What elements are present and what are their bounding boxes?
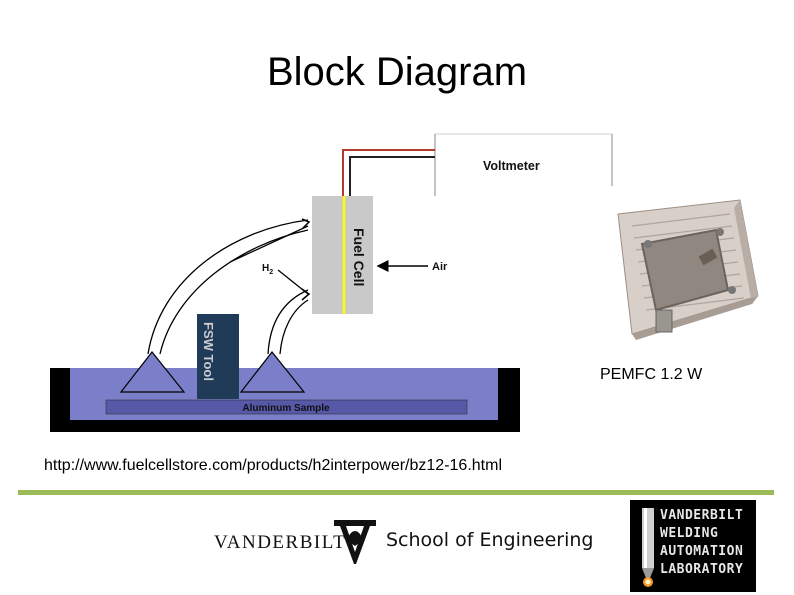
voltmeter: Voltmeter <box>434 133 613 196</box>
lab-logo-line: WELDING <box>660 526 719 541</box>
black-wire <box>349 156 435 197</box>
left-gas-nozzle <box>119 351 186 393</box>
red-wire <box>342 149 435 197</box>
lab-logo-line: AUTOMATION <box>660 544 744 559</box>
fsw-tool: FSW Tool <box>197 314 239 399</box>
h2-label: H2 <box>262 263 273 276</box>
fuel-cell-label: Fuel Cell <box>351 228 367 286</box>
aluminum-sample <box>105 399 468 415</box>
slide-title: Block Diagram <box>266 50 528 94</box>
aluminum-sample-label: Aluminum Sample <box>242 403 330 414</box>
footer-divider <box>18 490 774 495</box>
source-url[interactable]: http://www.fuelcellstore.com/products/h2… <box>44 457 502 474</box>
air-label: Air <box>432 261 448 273</box>
vanderbilt-wordmark: VANDERBILT <box>214 532 347 553</box>
lab-logo-line: LABORATORY <box>660 562 744 577</box>
block-diagram: Voltmeter Fuel Cell Air H2 Aluminum Samp… <box>50 133 613 432</box>
welding-torch-icon <box>642 508 654 587</box>
lab-logo-line: VANDERBILT <box>660 508 744 523</box>
pemfc-caption: PEMFC 1.2 W <box>600 366 703 383</box>
fuel-cell: Fuel Cell <box>312 196 373 314</box>
hydrogen-hoses <box>147 218 311 355</box>
right-gas-nozzle <box>239 351 306 393</box>
fsw-tool-label: FSW Tool <box>201 322 216 381</box>
voltmeter-label: Voltmeter <box>483 159 540 173</box>
school-of-engineering-text: School of Engineering <box>386 529 594 551</box>
welding-automation-lab-logo: VANDERBILT WELDING AUTOMATION LABORATORY <box>630 500 756 592</box>
vanderbilt-v-oak-icon <box>334 520 376 564</box>
pemfc-photo <box>612 186 762 346</box>
